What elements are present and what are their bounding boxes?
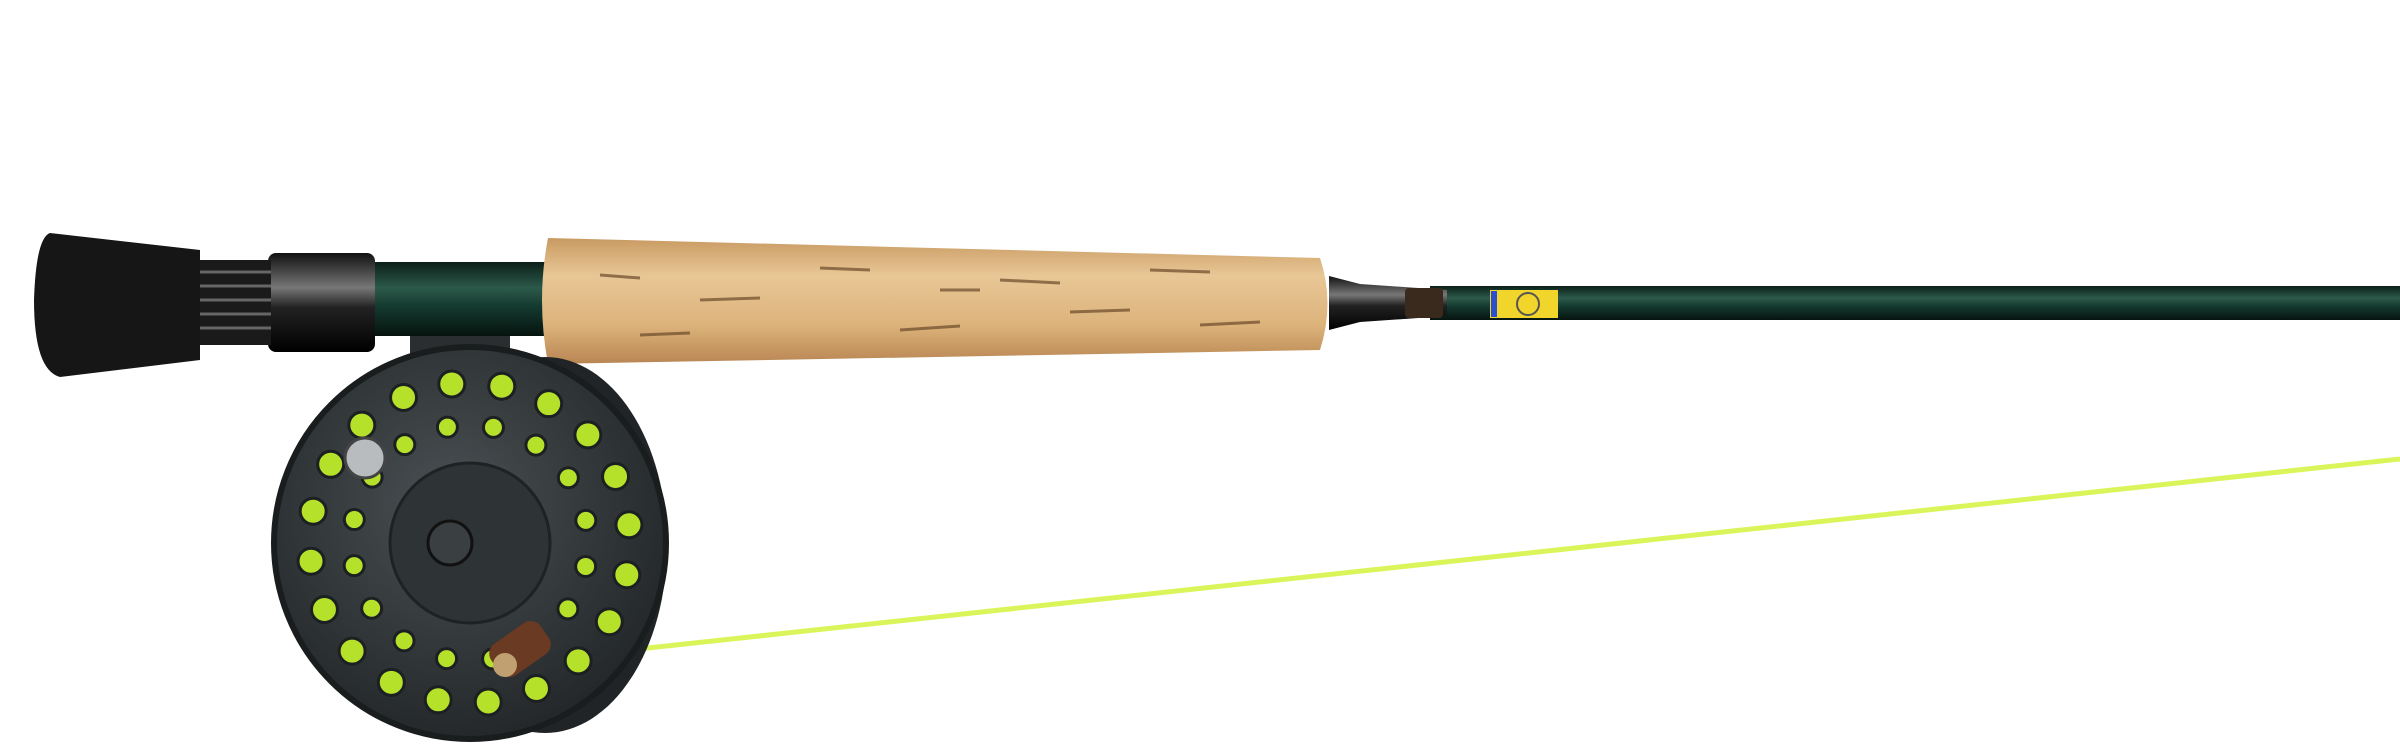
label-stripe — [1491, 291, 1497, 317]
cork-grip — [542, 238, 1328, 364]
spool-hole — [521, 674, 551, 704]
handle-screw — [493, 653, 517, 677]
spool-hole — [573, 420, 603, 450]
spool-hole — [556, 597, 580, 621]
spool-hole — [556, 466, 580, 490]
fighting-butt — [34, 233, 200, 377]
drag-knob — [343, 436, 387, 480]
spool-hole — [601, 462, 631, 492]
spool-hole — [296, 546, 326, 576]
spool-hole — [437, 369, 467, 399]
reel-seat-lock — [268, 253, 375, 352]
cork-texture — [599, 266, 1261, 337]
hook-keeper — [1405, 288, 1443, 318]
spool-hole — [423, 685, 453, 715]
spool-hole — [342, 554, 366, 578]
spool-hole — [487, 371, 517, 401]
fly-line — [619, 456, 2400, 654]
spindle-icon — [426, 519, 474, 567]
spool-hole — [574, 554, 598, 578]
spool-hole — [342, 508, 366, 532]
spool-hole — [534, 389, 564, 419]
label-seal — [1516, 292, 1540, 316]
seat-threads — [191, 260, 271, 345]
spool-hole — [376, 667, 406, 697]
spool-hole — [389, 382, 419, 412]
spool-hole — [614, 510, 644, 540]
spool-hole — [563, 646, 593, 676]
spool-hole — [316, 449, 346, 479]
rod-blank — [1430, 286, 2400, 320]
spool-hole — [435, 647, 459, 671]
reel-seat-barrel — [360, 262, 550, 336]
spool-hole — [473, 687, 503, 717]
spool-hole — [360, 596, 384, 620]
spool-hole — [574, 508, 598, 532]
spool-hole — [612, 560, 642, 590]
spool-hole — [347, 410, 377, 440]
spool-hole — [337, 636, 367, 666]
spool-hole — [298, 496, 328, 526]
spool-hole — [309, 594, 339, 624]
spool-hole — [524, 433, 548, 457]
spool-hole — [393, 433, 417, 457]
spool-hole — [481, 415, 505, 439]
spool-hole — [435, 415, 459, 439]
spool-hole — [594, 607, 624, 637]
spool-hole — [392, 629, 416, 653]
